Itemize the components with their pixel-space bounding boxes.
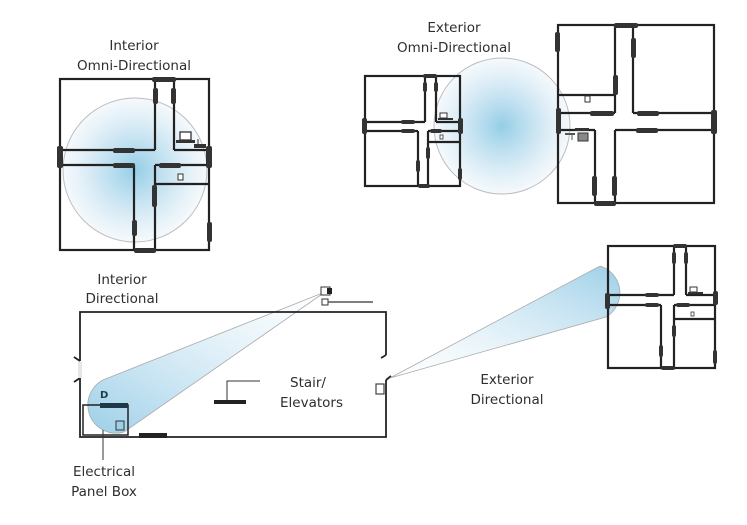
stair-label-1: Stair/ [290,375,326,391]
stair-callout-line [226,380,260,400]
directional-beam [389,265,621,379]
interior-directional-title-2: Directional [85,291,158,307]
door [100,403,128,408]
exterior-directional-title-2: Directional [470,392,543,408]
panel-box-label-1: Electrical [73,464,135,480]
panel-interior-directional: Interior Directional D Stair/ Elevators [71,272,392,500]
router-icon [584,95,591,103]
doors [362,74,463,188]
laptop-icon [438,112,453,120]
interior-omni-title-1: Interior [109,38,159,54]
router-icon [194,139,206,148]
exterior-directional-title-1: Exterior [480,372,534,388]
interior-omni-title-2: Omni-Directional [77,58,191,74]
electrical-panel-icon [115,420,125,431]
exterior-omni-title-1: Exterior [427,20,481,36]
omni-coverage-area [433,57,571,195]
antenna-icon [321,298,373,306]
electrical-panel-icon [439,134,444,140]
panel-interior-omni: Interior Omni-Directional [57,38,212,253]
camera-icon [320,286,332,296]
antenna-icon [565,133,575,140]
exterior-omni-title-2: Omni-Directional [397,40,511,56]
directional-beam [87,291,326,434]
camera-icon [575,128,589,142]
panel-exterior-omni: Exterior Omni-Directional [362,20,717,206]
stair-label-2: Elevators [280,395,343,411]
stair-elevator-door [214,400,246,404]
door-marker: D [100,390,108,401]
interior-directional-title-1: Interior [97,272,147,288]
doors [605,244,718,370]
panel-box-label-2: Panel Box [71,484,137,500]
doors [555,23,717,206]
window-gap [78,362,82,378]
panel-exterior-directional: Exterior Directional [389,244,718,408]
window-box [375,383,385,395]
electrical-panel-icon [177,173,184,181]
laptop-icon [176,131,195,143]
laptop-icon [688,286,703,294]
entrance-door [139,433,167,438]
doors [57,77,212,253]
electrical-panel-icon [690,311,695,317]
